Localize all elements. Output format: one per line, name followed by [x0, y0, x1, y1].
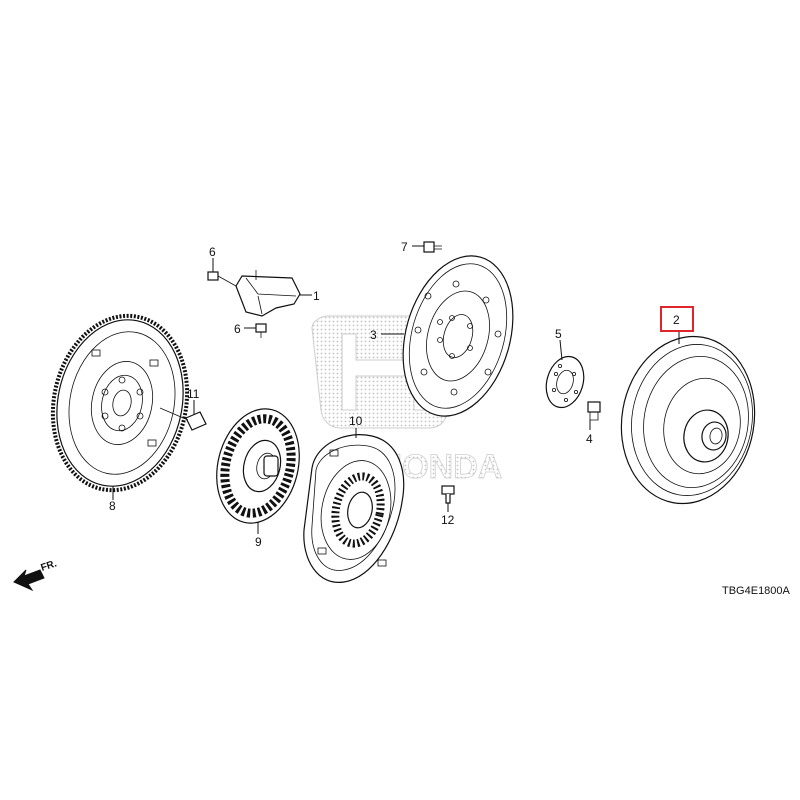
- front-label: FR.: [40, 558, 59, 574]
- label-part-5: 5: [555, 327, 562, 341]
- label-part-10: 10: [349, 414, 363, 428]
- highlight-box-part-2: [660, 306, 694, 332]
- diagram-code: TBG4E1800A: [722, 585, 791, 597]
- part-2-torque-converter: [620, 335, 756, 505]
- label-part-8: 8: [109, 499, 116, 513]
- label-part-12: 12: [441, 513, 455, 527]
- arrow-left-icon: [13, 569, 45, 592]
- label-part-6-upper: 6: [209, 245, 216, 259]
- part-5-shim: [545, 355, 585, 409]
- part-3-drive-plate: [402, 255, 514, 417]
- part-7-bolt: [423, 241, 442, 253]
- part-11-bolt: [159, 407, 207, 431]
- part-1-bracket: [235, 270, 301, 317]
- label-part-11: 11: [187, 387, 200, 401]
- label-part-1: 1: [313, 289, 320, 303]
- part-10-pressure-plate: [303, 434, 405, 583]
- label-part-2: 2: [673, 313, 680, 327]
- part-6-bolt-upper: [207, 271, 237, 287]
- part-9-clutch-disc: [216, 408, 300, 524]
- label-part-3: 3: [370, 328, 377, 342]
- label-part-6-lower: 6: [234, 322, 241, 336]
- part-12-bolt: [441, 485, 455, 504]
- part-4-bolt: [587, 401, 601, 421]
- front-direction-marker: FR.: [13, 558, 59, 592]
- part-8-flywheel: [50, 313, 190, 493]
- label-part-7: 7: [401, 240, 408, 254]
- leader-lines: [112, 245, 680, 534]
- label-part-9: 9: [255, 535, 262, 549]
- part-6-bolt-lower: [255, 323, 267, 338]
- label-part-4: 4: [586, 432, 593, 446]
